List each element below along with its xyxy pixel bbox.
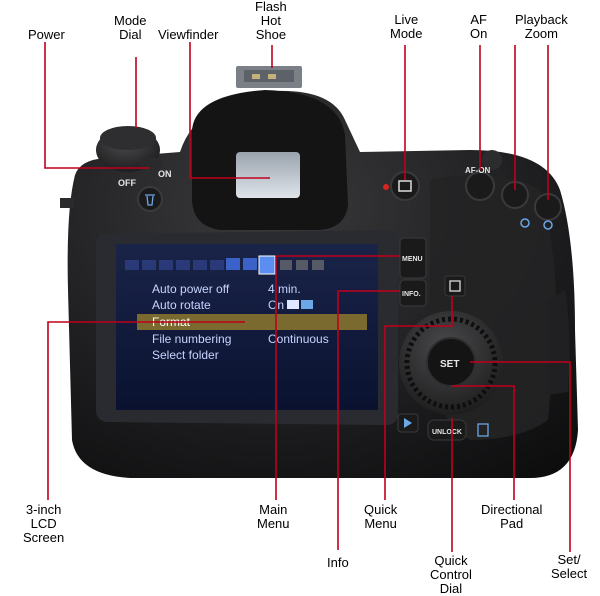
monitor-mini-icon: [301, 300, 313, 309]
viewfinder-window: [236, 152, 300, 198]
quick-menu-button: [444, 275, 466, 297]
set-button-label: SET: [440, 359, 459, 370]
main-menu-line: [275, 255, 400, 500]
lcd-tab-strip: [125, 255, 324, 275]
lcd-item-value: 4 min.: [268, 282, 301, 296]
power-on-label: ON: [158, 169, 172, 179]
callout-set-select: Set/Select: [551, 552, 588, 581]
erase-button: [137, 186, 163, 212]
af-on-button-label: AF-ON: [465, 166, 491, 175]
camera-mini-icon: [287, 300, 299, 309]
lcd-item-label: File numbering: [152, 332, 231, 346]
power-line: [44, 42, 150, 169]
unlock-button: [427, 419, 467, 441]
rear-dial-top: [482, 150, 502, 170]
lcd-setup-tab: [258, 255, 276, 275]
quick-menu-line: [384, 296, 453, 500]
power-switch: [140, 158, 162, 170]
info-button-label: INFO.: [402, 291, 421, 298]
lcd-item-label: Select folder: [152, 348, 219, 362]
lcd-menu: Auto power off 4 min. Auto rotate On For…: [152, 282, 329, 362]
lcd-item-value: Continuous: [268, 332, 329, 346]
print-icon: [477, 423, 489, 437]
unlock-button-label: UNLOCK: [432, 429, 462, 436]
lcd-selected-row: [137, 314, 367, 330]
set-select-line: [470, 361, 571, 552]
af-on-button: [465, 171, 495, 201]
callout-lines: [44, 42, 571, 552]
power-off-label: OFF: [118, 178, 136, 188]
callout-viewfinder: Viewfinder: [158, 27, 219, 42]
directional-pad-line: [451, 385, 515, 500]
lcd-line: [47, 321, 245, 500]
lcd-item-label: Auto power off: [152, 282, 230, 296]
info-line: [337, 290, 400, 550]
menu-button: [399, 237, 427, 279]
menu-button-label: MENU: [402, 256, 423, 263]
viewfinder-line: [189, 42, 270, 179]
info-button: [399, 279, 427, 307]
strap-lug: [60, 198, 74, 208]
callout-power: Power: [28, 27, 65, 42]
callout-info: Info: [327, 555, 349, 570]
card-door: [548, 290, 570, 395]
lcd-item-label: Auto rotate: [152, 298, 211, 312]
